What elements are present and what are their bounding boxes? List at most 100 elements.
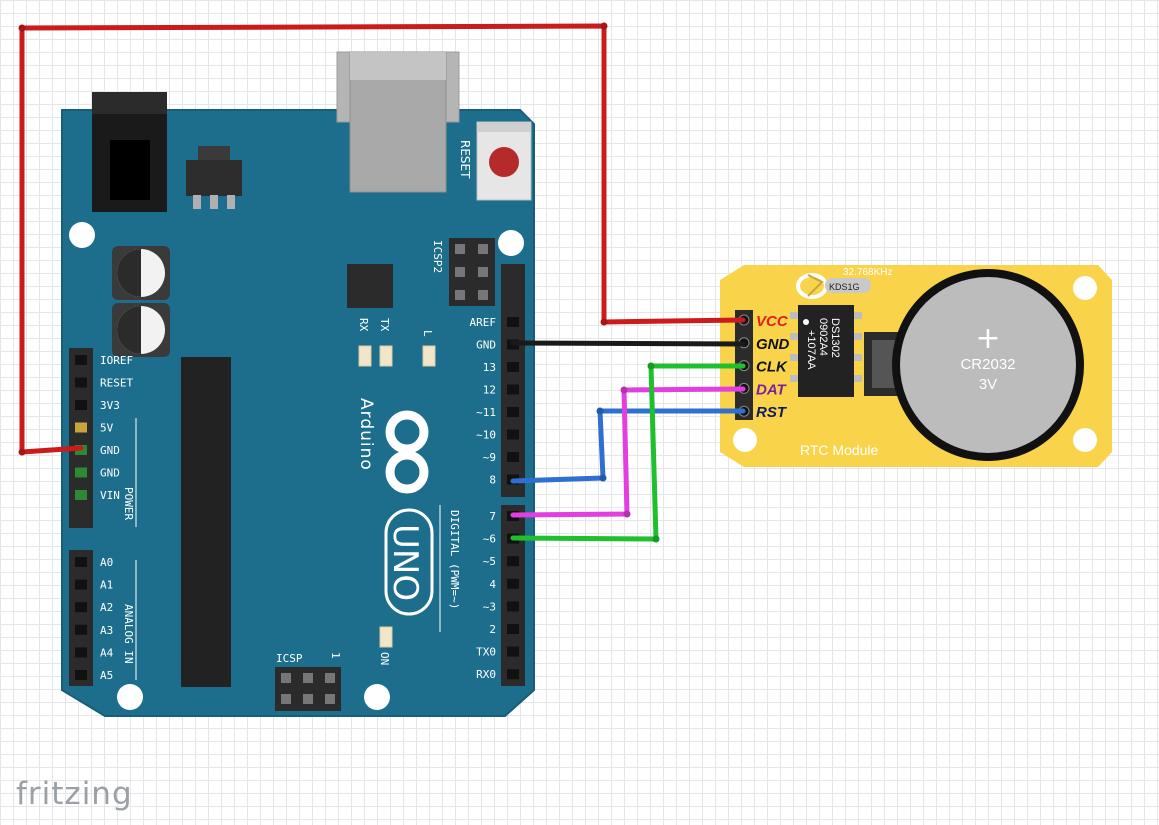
icsp2-label: ICSP2 (431, 240, 444, 273)
uno-label: UNO (385, 524, 425, 601)
mounting-hole (1073, 428, 1097, 452)
digital-pin-label: ~11 (476, 406, 496, 419)
power-pin-label: 3V3 (100, 399, 120, 412)
analog-pin-label: A0 (100, 556, 113, 569)
digital-label: DIGITAL (PWM=~) (448, 510, 461, 609)
header-pin[interactable] (75, 557, 87, 567)
header-pin[interactable] (507, 646, 519, 657)
chip-line-2: 0902A4 (817, 318, 829, 356)
header-pin[interactable] (507, 452, 519, 462)
header-pin[interactable] (507, 578, 519, 589)
reset-button[interactable] (476, 121, 532, 201)
chip-line-3: +107AA (805, 330, 817, 370)
chip-line-1: DS1302 (829, 318, 841, 358)
rtc-pin-label: RST (756, 404, 788, 421)
digital-pin-label: ~9 (483, 451, 496, 464)
analog-pin-label: A2 (100, 601, 113, 614)
mounting-hole (733, 428, 757, 452)
wire-5v-vcc[interactable] (19, 23, 746, 455)
header-pin[interactable] (75, 579, 87, 590)
power-pin-label: RESET (100, 377, 133, 390)
on-label: ON (378, 652, 391, 665)
analog-header (69, 550, 93, 686)
header-pin[interactable] (75, 377, 87, 388)
power-pin-label: 5V (100, 422, 114, 435)
digital-header-top (501, 264, 525, 497)
header-pin[interactable] (75, 467, 87, 478)
rx-led (358, 345, 372, 367)
usb-connector (336, 51, 460, 193)
digital-pin-label: AREF (470, 316, 497, 329)
rtc-pin-label: DAT (756, 381, 788, 398)
analog-pin-label: A1 (100, 579, 113, 592)
ds1302-chip (790, 305, 862, 397)
header-pin[interactable] (507, 362, 519, 372)
digital-pin-label: 8 (489, 474, 496, 487)
header-pin[interactable] (507, 407, 519, 417)
reset-label: RESET (458, 140, 472, 179)
analog-pin-label: A4 (100, 646, 114, 659)
tx-label: TX (378, 318, 391, 332)
header-pin[interactable] (507, 669, 519, 680)
digital-pin-label: ~3 (483, 600, 496, 613)
on-led (379, 626, 393, 648)
power-jack (92, 92, 167, 212)
icsp-label: ICSP (276, 652, 303, 665)
header-pin[interactable] (75, 422, 87, 433)
header-pin[interactable] (75, 647, 87, 658)
header-pin[interactable] (507, 384, 519, 395)
capacitor (112, 246, 170, 300)
digital-pin-label: ~10 (476, 429, 496, 442)
l-label: L (421, 330, 434, 337)
wires (18, 22, 746, 543)
fritzing-logo: fritzing (16, 776, 133, 812)
header-pin[interactable] (507, 556, 519, 567)
digital-pin-label: 13 (483, 361, 496, 374)
analog-in-label: ANALOG IN (122, 604, 135, 664)
header-pin[interactable] (75, 400, 87, 410)
mounting-hole (117, 684, 143, 710)
icsp2-header (449, 238, 495, 306)
header-pin[interactable] (507, 624, 519, 634)
atmega-chip (181, 357, 231, 687)
wire-gnd-gnd[interactable] (510, 340, 746, 347)
power-pin-label: GND (100, 467, 120, 480)
header-pin[interactable] (75, 355, 87, 365)
arduino-uno-board[interactable]: RESET ICSP2 TX RX L (61, 51, 535, 717)
icsp-header (275, 667, 341, 711)
digital-header-bottom (501, 505, 525, 686)
header-pin[interactable] (75, 670, 87, 680)
wire-d6-clk[interactable] (510, 363, 746, 542)
capacitor (112, 303, 170, 357)
l-led (422, 345, 436, 367)
digital-pin-label: ~5 (483, 555, 496, 568)
rx-label: RX (357, 318, 370, 332)
header-pin[interactable] (507, 429, 519, 440)
header-pin[interactable] (507, 601, 519, 612)
uno-badge: UNO (384, 508, 434, 616)
power-pin-label: GND (100, 444, 120, 457)
crystal-frequency: 32.768KHz (843, 267, 892, 278)
digital-pin-label: 7 (489, 510, 496, 523)
header-pin[interactable] (75, 602, 87, 613)
mounting-hole (1073, 276, 1097, 300)
power-pin-label: VIN (100, 489, 120, 502)
analog-pin-label: A5 (100, 669, 113, 682)
wire-d7-dat[interactable] (510, 386, 746, 518)
digital-pin-label: 2 (489, 623, 496, 636)
wire-d8-rst[interactable] (510, 408, 746, 484)
rtc-pin-label: GND (756, 336, 790, 353)
voltage-regulator (186, 146, 242, 209)
digital-pin-label: GND (476, 339, 496, 352)
rtc-module-title: RTC Module (800, 442, 879, 458)
digital-pin-label: 12 (483, 384, 496, 397)
header-pin[interactable] (75, 490, 87, 500)
header-pin[interactable] (75, 624, 87, 635)
header-pin[interactable] (507, 317, 519, 327)
arduino-brand: Arduino (356, 398, 376, 471)
analog-pin-label: A3 (100, 624, 113, 637)
battery-voltage: 3V (979, 376, 997, 393)
digital-pin-label: TX0 (476, 646, 496, 659)
battery-plus-icon: + (975, 321, 1000, 356)
rtc-module[interactable]: 32.768KHz KDS1G DS1302 0902A4 +107AA + C… (720, 265, 1112, 467)
